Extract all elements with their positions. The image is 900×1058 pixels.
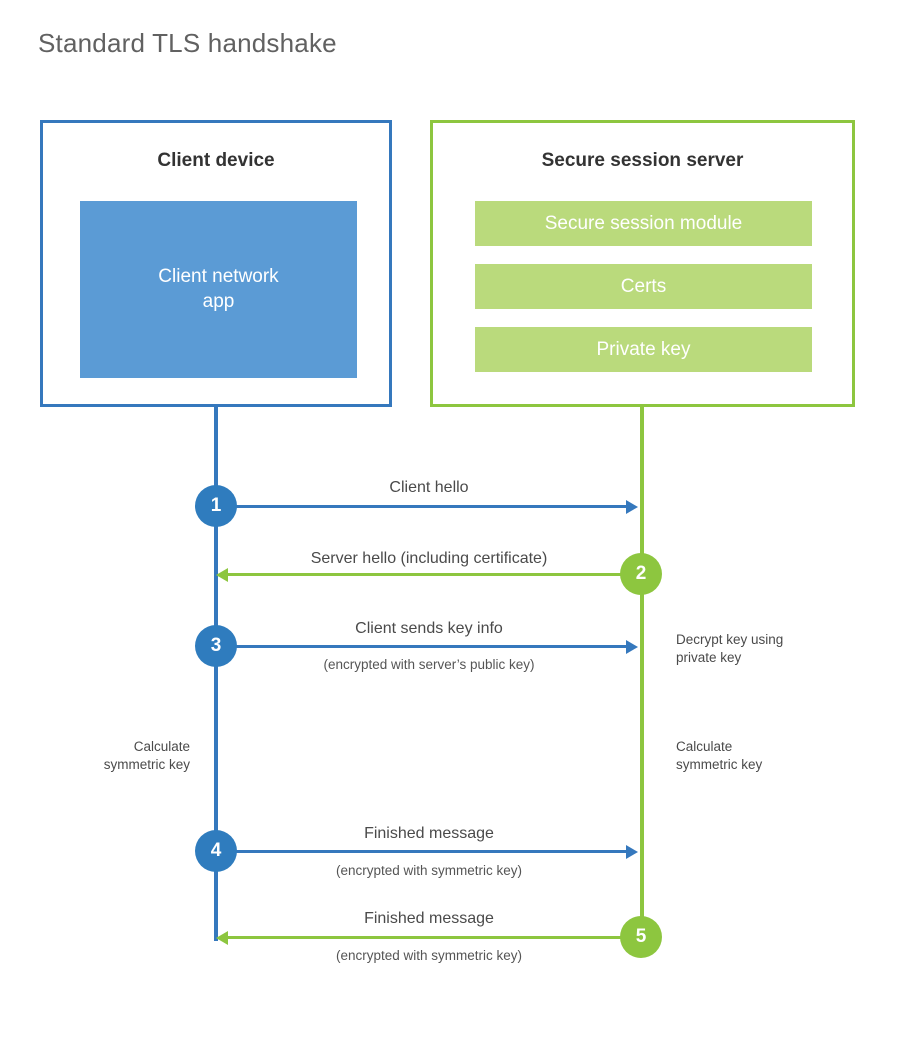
step-3-sublabel: (encrypted with server’s public key): [323, 657, 535, 672]
step-2-arrow-line: [228, 573, 626, 576]
annotation-server-calculate-symmetric-key: Calculate symmetric key: [676, 739, 763, 772]
step-4-sublabel: (encrypted with symmetric key): [335, 863, 523, 878]
client-network-app-block: Client network app: [80, 201, 357, 378]
step-4-badge: 4: [195, 830, 237, 872]
client-device-title: Client device: [157, 150, 275, 171]
annotation-client-calculate-symmetric-key: Calculate symmetric key: [103, 739, 190, 772]
step-2-badge: 2: [620, 553, 662, 595]
step-1-label: Client hello: [389, 479, 469, 496]
server-component-certs: Certs: [475, 264, 812, 309]
client-device-box: Client device Client network app: [40, 120, 392, 407]
step-4-arrow-line: [216, 850, 626, 853]
step-2-label: Server hello (including certificate): [310, 550, 548, 567]
client-lifeline: [214, 405, 218, 941]
step-1-arrow-line: [216, 505, 626, 508]
step-4-arrow-head-icon: [626, 844, 638, 859]
annotation-server-decrypt: Decrypt key using private key: [676, 632, 784, 665]
step-4-label: Finished message: [364, 825, 494, 842]
server-component-secure-session-module: Secure session module: [475, 201, 812, 246]
secure-session-server-title: Secure session server: [541, 150, 744, 171]
server-component-private-key: Private key: [475, 327, 812, 372]
secure-session-server-box: Secure session server Secure session mod…: [430, 120, 855, 407]
step-5-sublabel: (encrypted with symmetric key): [335, 948, 523, 963]
step-5-arrow-head-icon: [216, 930, 228, 945]
step-5-badge: 5: [620, 916, 662, 958]
server-lifeline: [640, 405, 644, 940]
step-3-label: Client sends key info: [355, 620, 503, 637]
step-5-label: Finished message: [364, 910, 494, 927]
step-1-arrow-head-icon: [626, 499, 638, 514]
page-title: Standard TLS handshake: [38, 28, 337, 58]
step-5-arrow-line: [228, 936, 626, 939]
step-3-arrow-head-icon: [626, 639, 638, 654]
step-2-arrow-head-icon: [216, 567, 228, 582]
step-3-arrow-line: [216, 645, 626, 648]
step-3-badge: 3: [195, 625, 237, 667]
step-1-badge: 1: [195, 485, 237, 527]
